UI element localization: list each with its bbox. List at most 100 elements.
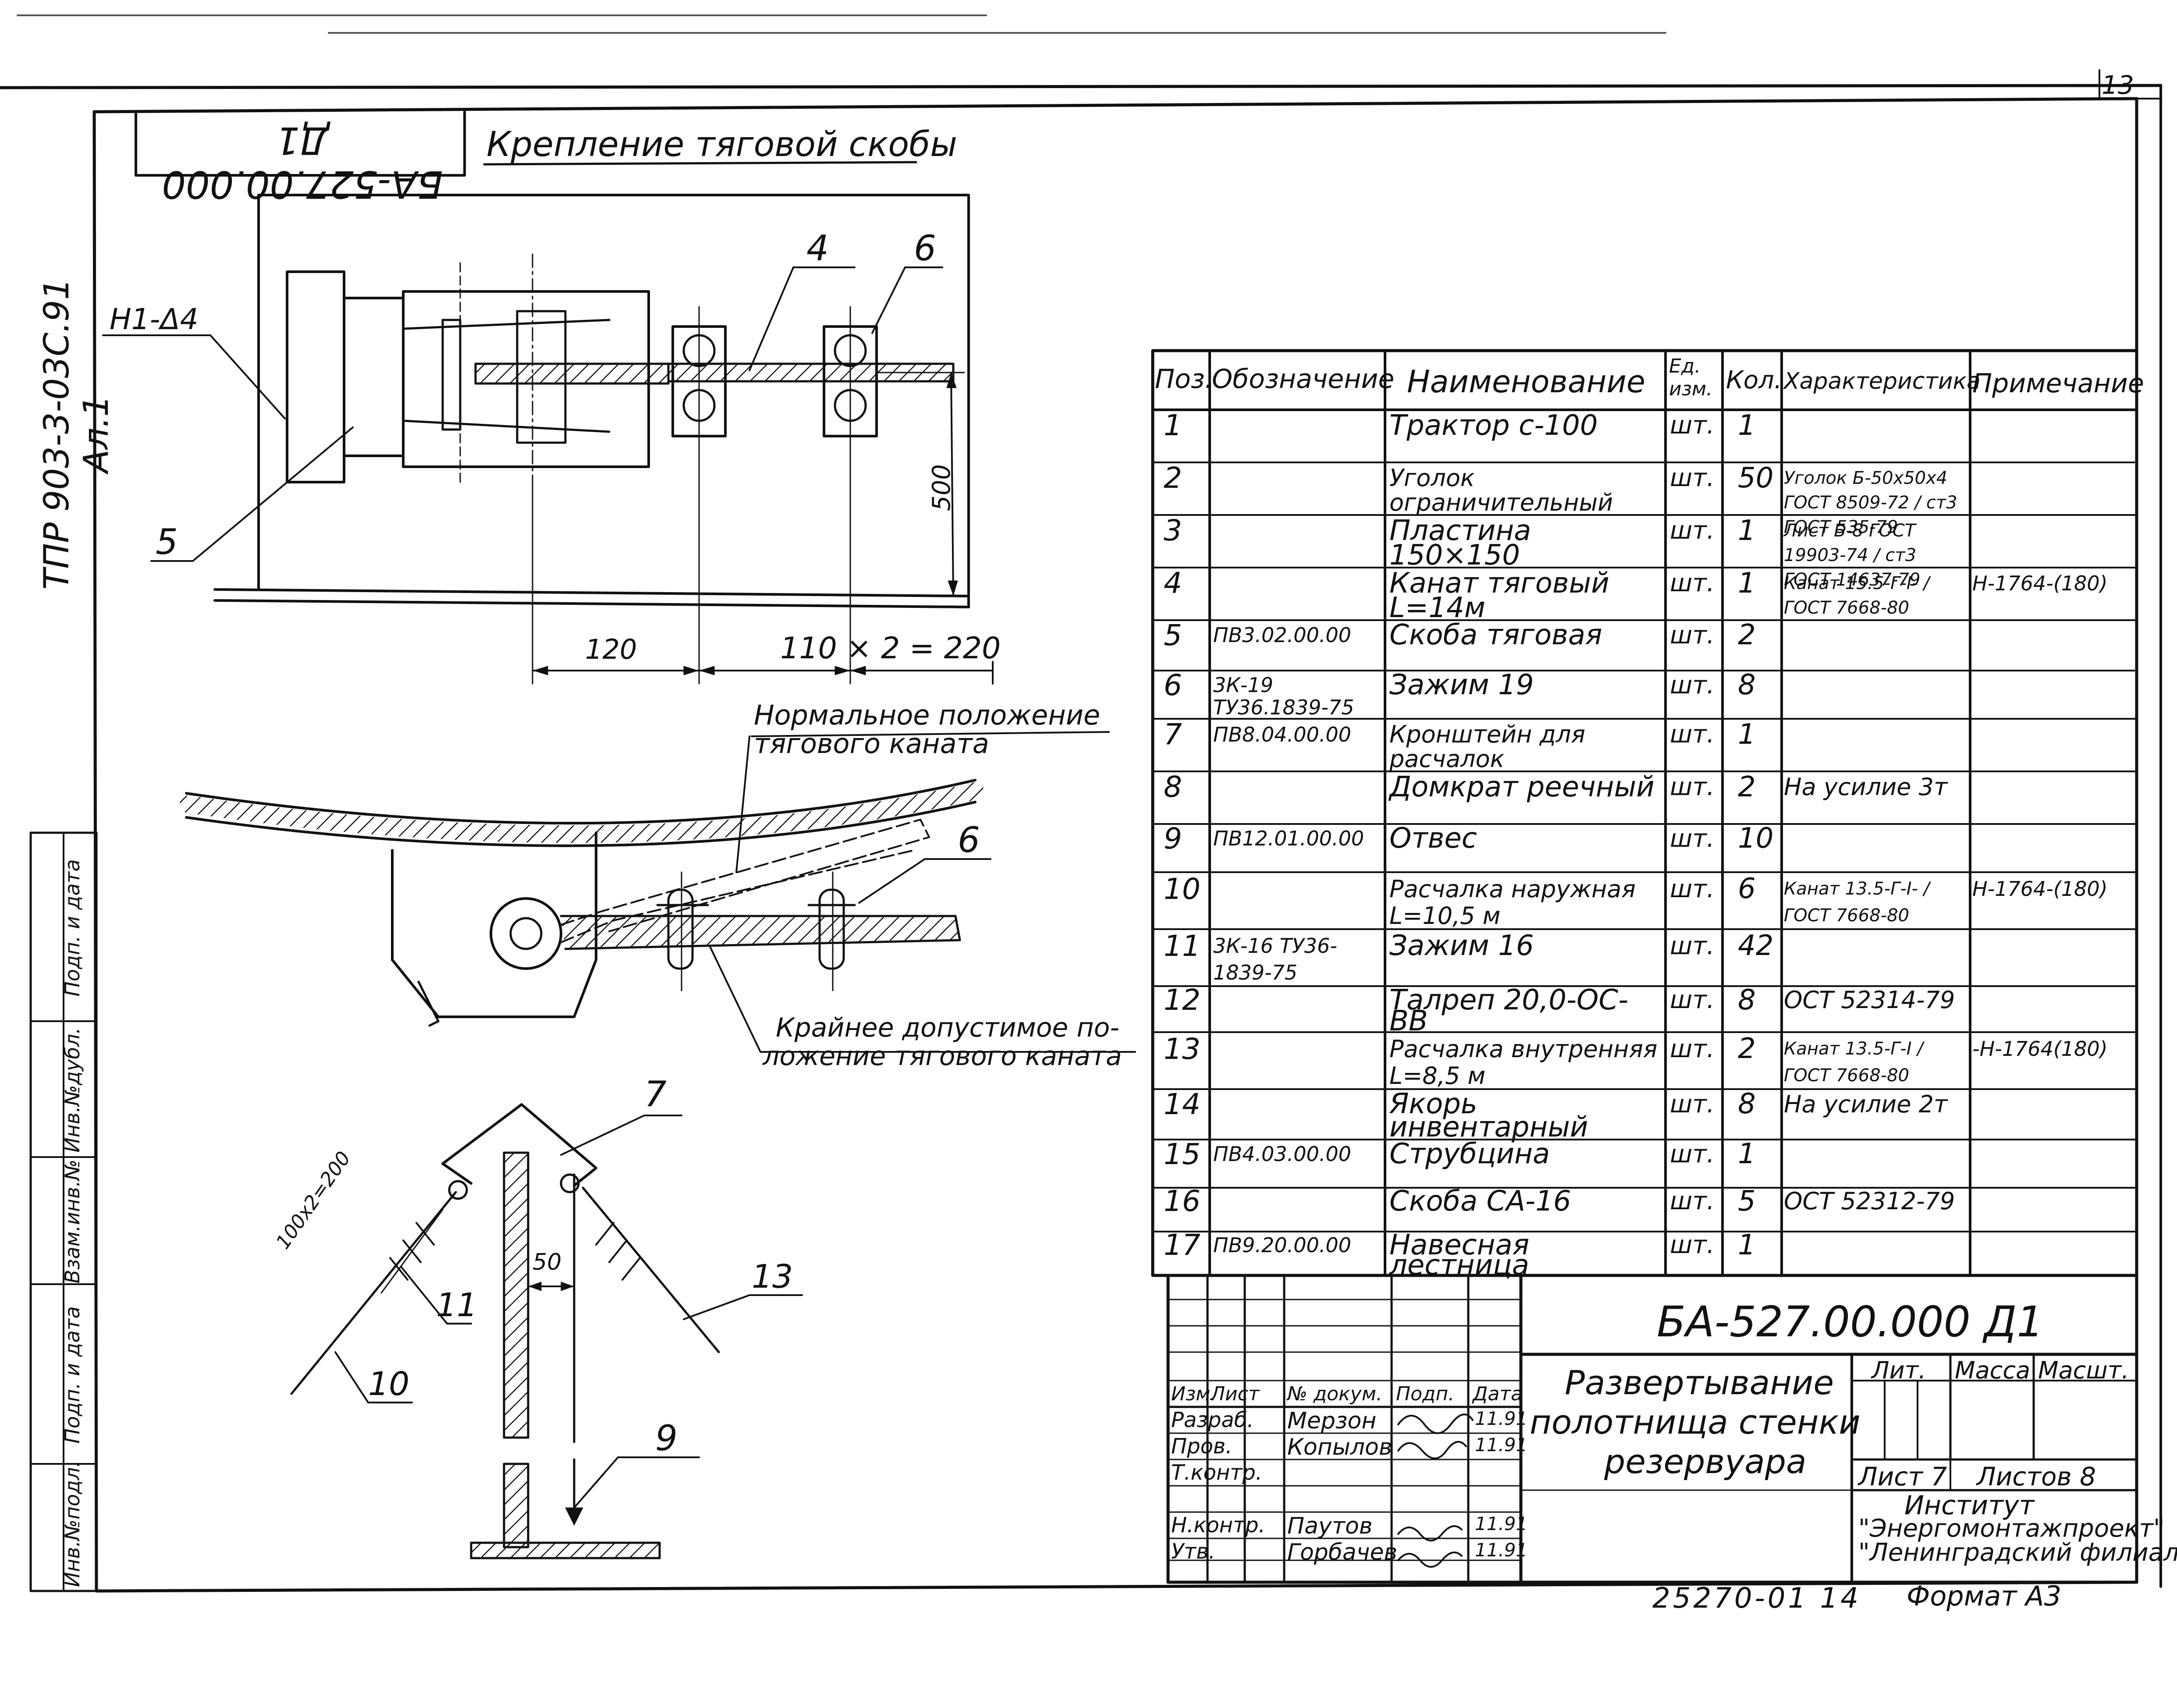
title-block-col-doc: № докум. xyxy=(1287,1383,1382,1405)
spec-cell-qty: 10 xyxy=(1738,822,1774,855)
callout-13: 13 xyxy=(752,1258,793,1296)
spec-cell-char: ОСТ 52312-79 xyxy=(1784,1187,1955,1215)
spec-cell-code: ПВ3.02.00.00 xyxy=(1213,623,1351,647)
spec-cell-unit: шт. xyxy=(1670,516,1715,545)
stamp-inv-dubl: Инв.№дубл. xyxy=(60,1027,84,1153)
spec-cell-qty: 2 xyxy=(1738,1033,1756,1065)
spec-cell-qty: 6 xyxy=(1738,873,1756,905)
title-block-date: 11.91 xyxy=(1475,1539,1528,1561)
callout-5: 5 xyxy=(156,522,178,562)
spec-cell-note: -Н-1764(180) xyxy=(1972,1037,2108,1061)
spec-cell-char: На усилие 3т xyxy=(1784,773,1948,801)
spec-cell-unit: шт. xyxy=(1670,1035,1715,1063)
title-block-name: Мерзон xyxy=(1287,1408,1377,1434)
spec-cell-qty: 42 xyxy=(1738,930,1774,962)
spec-cell-unit: шт. xyxy=(1670,773,1715,801)
spec-cell-code: 3К-16 ТУ36-1839-75 xyxy=(1213,934,1337,984)
title-block-date: 11.91 xyxy=(1475,1513,1528,1534)
spec-cell-name: Навесная лестница xyxy=(1389,1229,1530,1282)
spec-cell-qty: 8 xyxy=(1738,984,1756,1016)
spec-cell-unit: шт. xyxy=(1670,1231,1715,1259)
spec-header-name: Наименование xyxy=(1407,364,1645,400)
callout-9: 9 xyxy=(655,1418,678,1459)
callout-11: 11 xyxy=(436,1286,478,1324)
spec-cell-name: Скоба тяговая xyxy=(1389,619,1602,651)
spec-cell-name: Зажим 16 xyxy=(1389,930,1534,962)
title-block-col-izm: Изм. xyxy=(1171,1383,1217,1405)
spec-cell-name: Расчалка внутренняя L=8,5 м xyxy=(1389,1035,1658,1090)
spec-header-char: Характеристика xyxy=(1784,368,1981,394)
bottom-code: 25270-01 14 xyxy=(1652,1582,1861,1615)
spec-cell-pos: 1 xyxy=(1164,408,1182,442)
callout-6-top: 6 xyxy=(914,228,936,269)
title-block-mass: Масса xyxy=(1955,1356,2031,1384)
spec-cell-name: Талреп 20,0-ОС-ВВ xyxy=(1389,984,1629,1037)
spec-cell-code: ПВ8.04.00.00 xyxy=(1213,723,1351,746)
spec-cell-qty: 50 xyxy=(1738,462,1774,494)
spec-cell-qty: 1 xyxy=(1738,567,1756,600)
spec-cell-pos: 9 xyxy=(1164,822,1182,856)
spec-cell-unit: шт. xyxy=(1670,1140,1715,1168)
spec-cell-unit: шт. xyxy=(1670,932,1715,960)
spec-cell-name: Канат тяговый L=14м xyxy=(1389,567,1609,624)
spec-header-code: Обозначение xyxy=(1212,364,1395,394)
spec-cell-qty: 1 xyxy=(1738,1138,1756,1170)
spec-cell-note: Н-1764-(180) xyxy=(1972,572,2108,595)
spec-cell-pos: 12 xyxy=(1164,983,1200,1017)
dimension-110x2: 110 × 2 = 220 xyxy=(780,631,1001,666)
spec-cell-code: ПВ9.20.00.00 xyxy=(1213,1233,1351,1257)
stamp-podp-data-2: Подп. и дата xyxy=(60,859,84,997)
spec-cell-qty: 1 xyxy=(1738,1229,1756,1261)
title-block-org-line2: "Энергомонтажпроект" xyxy=(1858,1514,2165,1543)
spec-header-note: Примечание xyxy=(1972,368,2144,399)
spec-cell-pos: 15 xyxy=(1164,1137,1200,1171)
spec-cell-pos: 2 xyxy=(1164,461,1182,495)
title-block-col-list: Лист xyxy=(1211,1383,1260,1405)
dimension-120: 120 xyxy=(585,633,637,665)
spec-cell-char: Канат 13.5-Г-I- / ГОСТ 7668-80 xyxy=(1784,879,1930,926)
spec-cell-code: ПВ4.03.00.00 xyxy=(1213,1142,1351,1166)
spec-cell-name: Расчалка наружная L=10,5 м xyxy=(1389,875,1636,930)
title-block-name-line3: резервуара xyxy=(1604,1442,1807,1481)
title-block-name: Паутов xyxy=(1287,1513,1373,1539)
title-block-doc-code: БА-527.00.000 Д1 xyxy=(1657,1297,2044,1346)
callout-6-middle: 6 xyxy=(958,820,980,860)
spec-cell-char: Уголок Б-50х50х4 ГОСТ 8509-72 / ст3 ГОСТ… xyxy=(1784,468,1957,537)
spec-header-unit: Ед. изм. xyxy=(1669,355,1713,400)
stamp-podp-data-1: Подп. и дата xyxy=(60,1306,84,1444)
side-drawing-code: ТПР 903-3-03С.91 Ал.1 xyxy=(37,278,116,590)
format-label: Формат А3 xyxy=(1907,1580,2062,1612)
spec-cell-unit: шт. xyxy=(1670,720,1715,749)
spec-cell-unit: шт. xyxy=(1670,671,1715,700)
spec-cell-pos: 14 xyxy=(1164,1087,1200,1121)
title-block-role: Разраб. xyxy=(1171,1408,1254,1432)
note-normal-position-line2: тягового каната xyxy=(754,728,989,760)
title-block-date: 11.91 xyxy=(1475,1434,1528,1456)
spec-cell-name: Якорь инвентарный xyxy=(1389,1088,1588,1143)
spec-cell-char: Канат 15.5-Г-I- / ГОСТ 7668-80 xyxy=(1784,573,1930,618)
note-extreme-position-line2: ложение тягового каната xyxy=(763,1041,1122,1072)
spec-cell-pos: 5 xyxy=(1164,618,1182,652)
spec-cell-unit: шт. xyxy=(1670,464,1715,492)
sheet-number: 13 xyxy=(2102,70,2134,100)
spec-cell-char: ОСТ 52314-79 xyxy=(1784,986,1955,1014)
note-normal-position-line1: Нормальное положение xyxy=(754,699,1101,731)
spec-cell-qty: 2 xyxy=(1738,619,1756,651)
callout-4: 4 xyxy=(806,228,829,269)
spec-cell-unit: шт. xyxy=(1670,411,1715,440)
title-block-date: 11.91 xyxy=(1475,1408,1528,1429)
spec-cell-unit: шт. xyxy=(1670,824,1715,853)
title-block-role: Пров. xyxy=(1171,1434,1232,1459)
spec-cell-qty: 1 xyxy=(1738,515,1756,547)
spec-cell-name: Скоба СА-16 xyxy=(1389,1185,1571,1218)
spec-cell-name: Кронштейн для расчалок xyxy=(1389,721,1585,773)
spec-cell-unit: шт. xyxy=(1670,569,1715,597)
title-block-org-line3: "Ленинградский филиал xyxy=(1858,1538,2177,1567)
spec-cell-pos: 6 xyxy=(1164,668,1182,702)
dimension-50: 50 xyxy=(533,1249,562,1275)
spec-cell-name: Уголок ограничительный xyxy=(1389,464,1613,516)
spec-cell-pos: 10 xyxy=(1164,872,1200,906)
spec-cell-code: 3К-19 ТУ36.1839-75 xyxy=(1213,673,1354,719)
spec-cell-note: Н-1764-(180) xyxy=(1972,877,2108,901)
title-block-col-podp: Подп. xyxy=(1396,1383,1455,1405)
